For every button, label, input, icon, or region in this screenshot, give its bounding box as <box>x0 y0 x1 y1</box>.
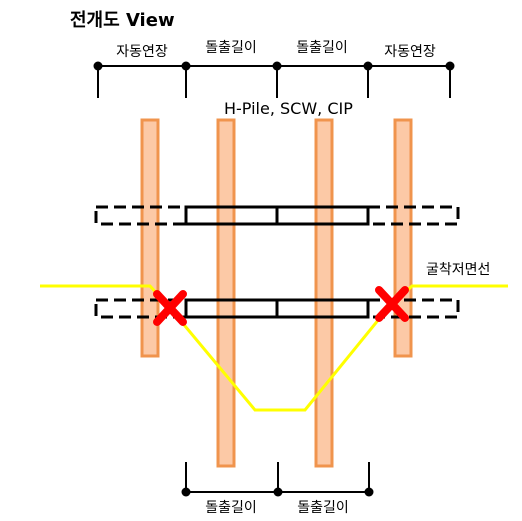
top-dimension-line <box>93 61 455 98</box>
excavation-bottom-line <box>40 284 508 412</box>
diagram-title: 전개도 View <box>70 10 175 31</box>
dimension-node <box>273 487 283 497</box>
lower-strut-segment-2 <box>275 298 370 319</box>
dimension-node <box>93 61 103 71</box>
pile-1 <box>140 118 160 358</box>
dimension-node <box>364 487 374 497</box>
left-cross-icon <box>153 290 187 326</box>
bottom-dimension-line <box>181 462 374 497</box>
dimension-node <box>445 61 455 71</box>
pile-3 <box>314 118 334 468</box>
dimension-node <box>272 61 282 71</box>
top-dim-label-3: 돌출길이 <box>296 40 348 56</box>
right-cross-icon <box>375 286 409 322</box>
lower-strut <box>94 298 460 319</box>
bottom-dim-label-2: 돌출길이 <box>297 500 349 516</box>
top-dim-label-4: 자동연장 <box>384 44 436 60</box>
method-label: H-Pile, SCW, CIP <box>224 99 353 118</box>
bottom-dim-label-1: 돌출길이 <box>205 500 257 516</box>
dimension-node <box>181 487 191 497</box>
upper-strut <box>94 205 460 226</box>
upper-strut-right-extension <box>366 205 460 226</box>
dimension-node <box>363 61 373 71</box>
top-dim-label-2: 돌출길이 <box>205 40 257 56</box>
upper-strut-segment-2 <box>275 205 370 226</box>
pile-2 <box>216 118 236 468</box>
excavation-label: 굴착저면선 <box>426 262 490 278</box>
dimension-node <box>181 61 191 71</box>
top-dim-label-1: 자동연장 <box>116 44 168 60</box>
